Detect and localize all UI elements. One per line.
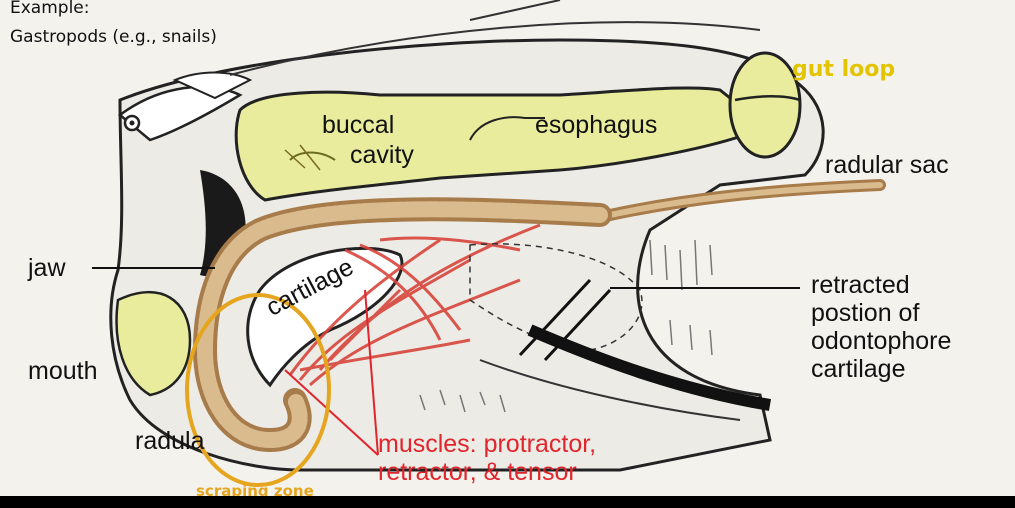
label-retracted-3: odontophore xyxy=(811,327,952,355)
caption-taxon: Gastropods (e.g., snails) xyxy=(10,27,217,47)
label-esophagus: esophagus xyxy=(535,111,658,139)
caption-example: Example: xyxy=(10,0,90,18)
buccal-cavity-esophagus xyxy=(234,86,747,202)
label-scraping-zone: scraping zone xyxy=(196,482,314,496)
label-radular-sac: radular sac xyxy=(825,151,949,179)
gut-loop xyxy=(728,51,802,159)
gastropod-head-diagram xyxy=(92,0,886,487)
diagram-stage: Example: Gastropods (e.g., snails) gut l… xyxy=(0,0,1015,496)
label-gut-loop: gut loop xyxy=(792,57,896,82)
tentacle xyxy=(117,85,243,142)
odontophore-cartilage xyxy=(246,246,404,388)
label-retracted-1: retracted xyxy=(811,271,910,299)
label-mouth: mouth xyxy=(28,357,98,385)
label-retracted-2: postion of xyxy=(811,299,920,327)
lower-tube xyxy=(527,324,771,411)
scraping-zone-circle xyxy=(185,293,331,487)
label-cavity: cavity xyxy=(350,141,414,169)
muscles-leader-2 xyxy=(364,289,379,456)
muscles-leader-1 xyxy=(284,369,379,456)
retracted-odontophore-outline xyxy=(469,243,643,351)
muscles xyxy=(288,223,541,387)
tentacle-tip xyxy=(172,71,253,100)
label-muscles-2: retractor, & tensor xyxy=(378,458,577,486)
label-buccal: buccal xyxy=(322,111,395,139)
label-muscles-1: muscles: protractor, xyxy=(378,430,597,458)
label-radula: radula xyxy=(135,427,205,455)
label-retracted-4: cartilage xyxy=(811,355,906,383)
label-jaw: jaw xyxy=(28,254,66,282)
mouth-tissue xyxy=(115,290,192,397)
